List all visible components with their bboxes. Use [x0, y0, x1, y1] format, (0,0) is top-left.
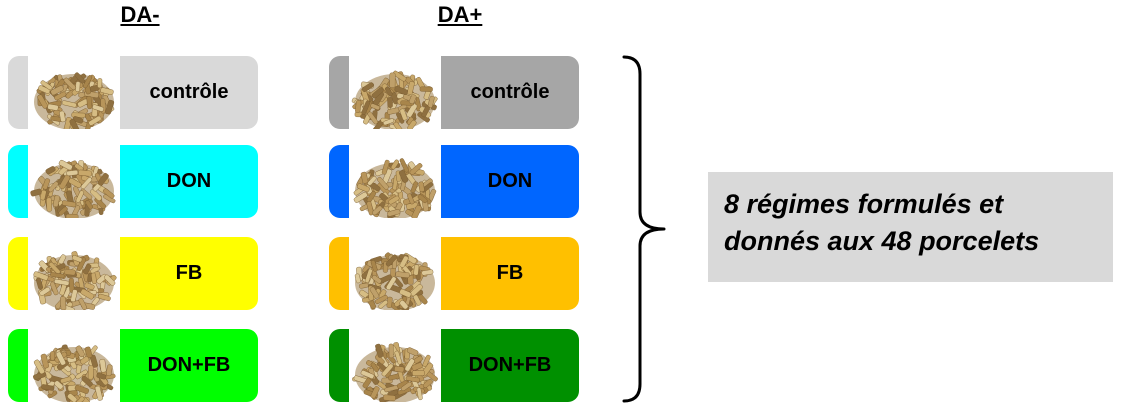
- diet-row-da-plus-don: DON: [329, 145, 579, 218]
- diet-row-da-minus-don: DON: [8, 145, 258, 218]
- feed-pellets-icon: [28, 145, 120, 218]
- feed-pellets-icon: [349, 329, 441, 402]
- feed-pellets-icon: [28, 56, 120, 129]
- diet-row-da-plus-don-fb: DON+FB: [329, 329, 579, 402]
- summary-line-1: 8 régimes formulés et: [724, 189, 1004, 219]
- diet-label: DON+FB: [468, 354, 552, 376]
- feed-pellets-icon: [28, 329, 120, 402]
- diet-label: contrôle: [470, 81, 550, 103]
- diet-row-da-minus-don-fb: DON+FB: [8, 329, 258, 402]
- diet-label: DON: [166, 170, 212, 192]
- column-header-da-plus: DA+: [437, 2, 483, 27]
- feed-pellets-icon: [349, 145, 441, 218]
- diet-label: DON+FB: [147, 354, 231, 376]
- diet-label: FB: [175, 262, 203, 284]
- diet-row-da-minus-controle: contrôle: [8, 56, 258, 129]
- column-header-da-minus: DA-: [120, 2, 160, 27]
- diet-label: contrôle: [149, 81, 229, 103]
- summary-box: 8 régimes formulés et donnés aux 48 porc…: [708, 172, 1113, 282]
- diet-label: FB: [496, 262, 524, 284]
- diet-label: DON: [487, 170, 533, 192]
- diet-row-da-plus-controle: contrôle: [329, 56, 579, 129]
- right-curly-brace: [622, 55, 666, 403]
- summary-line-2: donnés aux 48 porcelets: [724, 226, 1040, 256]
- diet-row-da-plus-fb: FB: [329, 237, 579, 310]
- diet-row-da-minus-fb: FB: [8, 237, 258, 310]
- feed-pellets-icon: [349, 56, 441, 129]
- feed-pellets-icon: [349, 237, 441, 310]
- feed-pellets-icon: [28, 237, 120, 310]
